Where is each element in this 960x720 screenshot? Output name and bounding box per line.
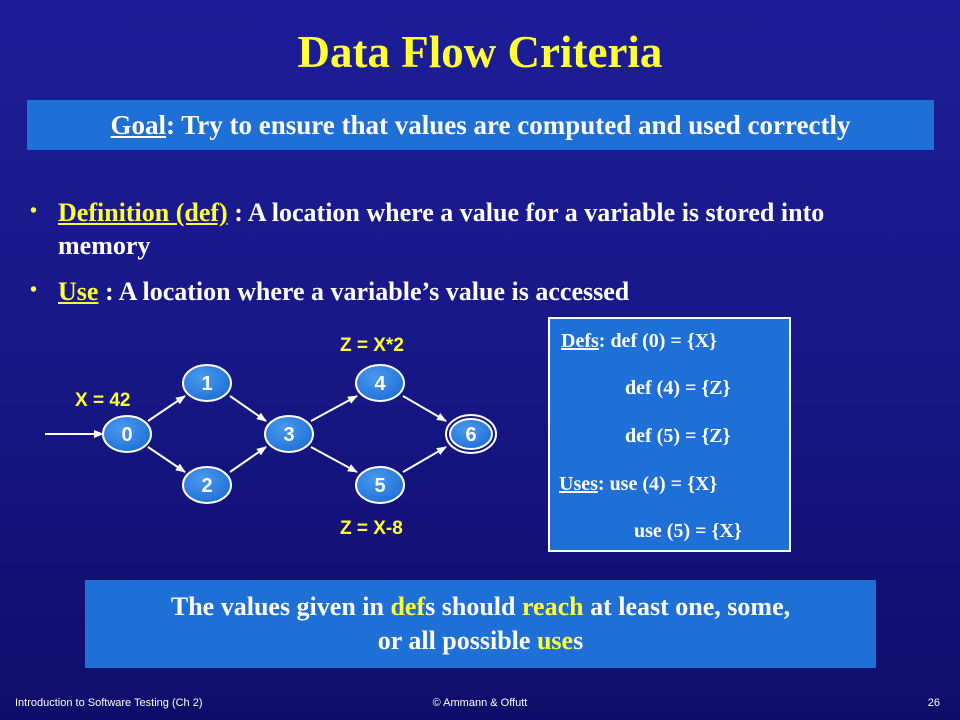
use-text: : A location where a variable’s value is… [98,277,630,306]
node-3-label: 3 [283,424,294,446]
highlight-use: use [536,626,574,655]
edge-3-4 [310,395,358,422]
reach-line-2: or all possible uses [377,626,584,655]
footer-course: Introduction to Software Testing (Ch 2) [15,697,203,709]
definition-text: : A location where a value for a variabl… [58,198,825,260]
edge-4-6 [402,395,447,422]
node-5: 5 [355,466,405,504]
goal-text: : Try to ensure that values are computed… [166,109,851,140]
slide-title: Data Flow Criteria [297,27,663,77]
node-0: 0 [102,415,152,453]
def-row-5: def (5) = {Z} [625,425,731,447]
use-row-4: use (4) = {X} [609,473,718,495]
node-6: 6 [445,414,497,454]
node-2-label: 2 [201,475,212,497]
footer-page-number: 26 [927,697,940,709]
goal-label: Goal [110,109,167,140]
node-0-label: 0 [121,424,132,446]
edge-3-5 [310,446,358,473]
bullet-dot-icon: • [30,279,38,301]
edge-0-2 [147,446,186,473]
node-2: 2 [182,466,232,504]
def-row-4: def (4) = {Z} [625,377,731,399]
defs-uses-box: Defs: def (0) = {X} def (4) = {Z} def (5… [548,317,791,552]
node-1: 1 [182,364,232,402]
node-3: 3 [264,415,314,453]
node-1-label: 1 [201,373,212,395]
use-term: Use [58,277,99,306]
edge-1-3 [229,395,267,422]
goal-box: Goal: Try to ensure that values are comp… [27,100,934,150]
def-row-0: def (0) = {X} [610,330,718,352]
definition-term: Definition (def) [58,198,228,227]
node-4-label: 4 [374,373,386,395]
reach-line-1: The values given in defs should reach at… [170,592,791,621]
annotation-node-4: Z = X*2 [340,335,404,356]
uses-label: Uses [559,473,598,495]
highlight-def: def [390,592,426,621]
bullet-dot-icon: • [30,200,38,222]
edge-5-6 [402,446,447,473]
node-4: 4 [355,364,405,402]
highlight-reach: reach [521,592,584,621]
use-row-5: use (5) = {X} [634,520,742,542]
node-5-label: 5 [374,475,385,497]
node-6-label: 6 [465,424,476,446]
edge-0-1 [147,395,186,422]
control-flow-graph: 0 1 2 3 4 5 6 X = 42 Z = X*2 Z = X-8 [45,335,497,539]
defs-label: Defs [561,330,599,352]
annotation-node-0: X = 42 [75,390,130,411]
edge-2-3 [229,446,267,473]
annotation-node-5: Z = X-8 [340,518,403,539]
reach-statement-box: The values given in defs should reach at… [85,580,876,668]
footer-copyright: © Ammann & Offutt [432,697,528,709]
